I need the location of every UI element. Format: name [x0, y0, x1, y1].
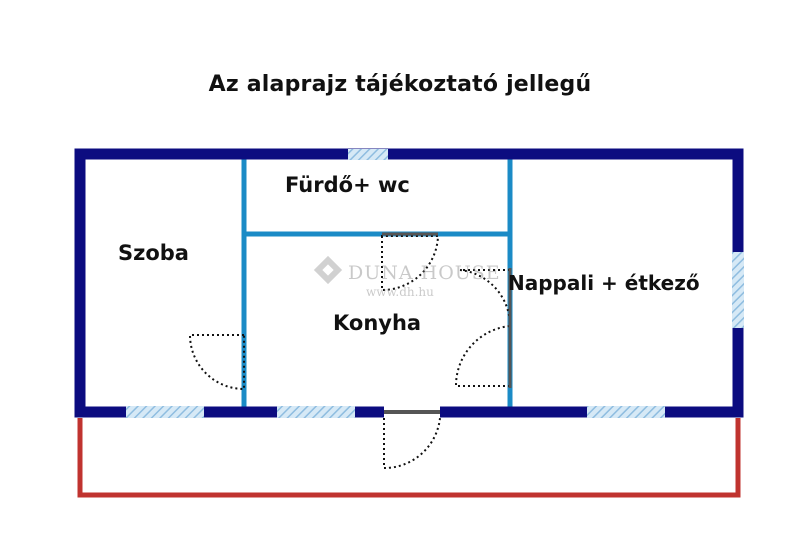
watermark-url: www.dh.hu	[366, 285, 434, 299]
room-label-kitchen: Konyha	[333, 311, 421, 335]
window-top	[348, 149, 388, 160]
terrace-outline	[77, 418, 741, 498]
living-door-swing-lower	[454, 325, 511, 387]
duna-house-logo: DUNA HOUSE www.dh.hu	[313, 255, 501, 299]
window-right	[732, 252, 744, 328]
window-bottom-kitchen	[277, 406, 355, 418]
window-bottom-living	[587, 406, 665, 418]
entrance-door-swing	[383, 417, 441, 470]
bathroom-door-swing	[381, 235, 440, 292]
room-label-bedroom: Szoba	[118, 241, 189, 265]
watermark-brand: DUNA HOUSE	[348, 262, 501, 284]
window-bottom-bedroom	[126, 406, 204, 418]
plan-disclaimer-title: Az alaprajz tájékoztató jellegű	[208, 72, 592, 97]
diamond-logo-icon	[313, 255, 343, 285]
room-label-bath: Fürdő+ wc	[285, 173, 410, 197]
room-label-living: Nappali + étkező	[508, 271, 700, 295]
windows	[126, 149, 744, 418]
bedroom-door-swing	[188, 334, 245, 391]
